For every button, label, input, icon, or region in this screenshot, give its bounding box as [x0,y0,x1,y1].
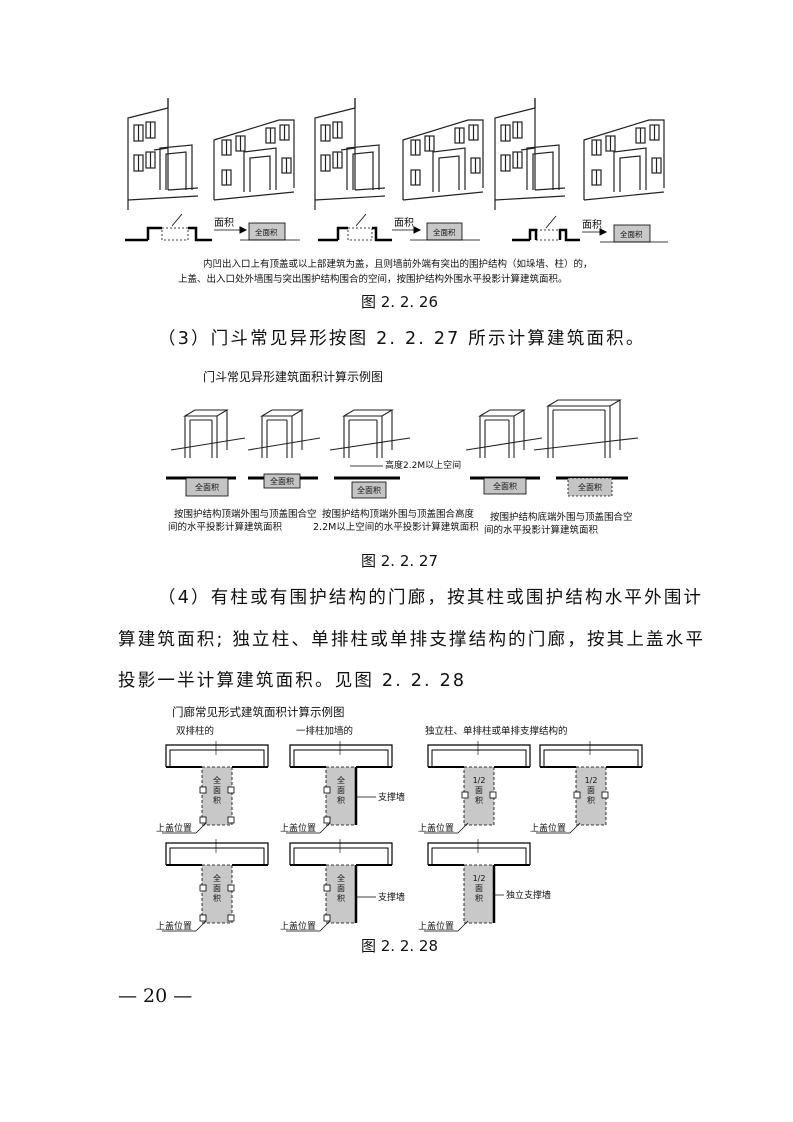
fig27-title: 门斗常见异形建筑面积计算示例图 [203,370,384,384]
full-area-box: 全面积 [185,477,229,497]
cover-position-label: 上盖位置 [280,822,316,834]
area-label: 1/2 [585,776,598,785]
area-label: 1/2 [473,776,486,785]
area-label: 面 [337,786,345,795]
paragraph-3: （3）门斗常见异形按图 2. 2. 27 所示计算建筑面积。 [158,329,646,349]
area-label: 全 [213,775,221,785]
cover-position-label: 上盖位置 [156,920,192,932]
building-sketch [127,98,199,210]
fig27-note2-line1: 按围护结构顶端外围与顶盖围合高度 [322,509,475,520]
paragraph-4-line3: 投影一半计算建筑面积。见图 2. 2. 28 [118,671,467,691]
independent-wall-label: 独立支撑墙 [506,889,551,901]
paragraph-4-line2: 算建筑面积; 独立柱、单排柱或单排支撑结构的门廊，按其上盖水平 [118,630,706,650]
fig28-head-single: 一排柱加墙的 [296,726,354,737]
area-label: 面 [475,884,483,893]
area-label: 面 [213,884,221,893]
area-label-1: 面积 [214,217,234,229]
area-label: 积 [475,893,483,903]
figure-2-2-27: 全面积全面积全面积全面积全面积 高度2.2M以上空间 [166,399,639,499]
cover-position-label: 上盖位置 [280,920,316,932]
cover-position-label: 上盖位置 [156,822,192,834]
fig27-note3-line1: 按围护结构底端外围与顶盖围合空 [490,512,633,523]
area-label: 积 [213,795,221,805]
fig27-note3-line2: 间的水平投影计算建筑面积 [484,525,599,536]
area-label: 积 [337,893,345,903]
area-label: 面 [337,884,345,893]
cover-position-label: 上盖位置 [418,920,454,932]
full-area-box-label: 全面积 [270,476,294,486]
fig27-note1-line1: 按围护结构顶端外围与顶盖围合空 [174,509,317,520]
fig27-note1-line2: 间的水平投影计算建筑面积 [168,522,283,533]
full-area-box: 全面积 [483,477,527,495]
full-area-box-label: 全面积 [195,482,219,492]
support-wall-label: 支撑墙 [378,891,405,903]
page-number: — 20 — [118,985,193,1007]
fig26-note-line2: 上盖、出入口处外墙围与突出围护结构围合的空间，按围护结构外围水平投影计算建筑面积… [178,274,568,285]
fig27-caption: 图 2. 2. 27 [361,552,439,570]
full-area-box-label: 全面积 [357,485,381,495]
area-label: 面 [475,786,483,795]
figure-2-2-28: 全面积上盖位置全面积上盖位置支撑墙1/2面积上盖位置1/2面积上盖位置全面积上盖… [156,741,643,932]
cover-position-label: 上盖位置 [530,822,566,834]
area-label: 积 [587,795,595,805]
door-frame-sketch [465,409,543,458]
full-area-box-label: 全面积 [493,481,517,491]
height-label: 高度2.2M以上空间 [385,459,461,471]
area-label: 全 [213,873,221,883]
area-label: 积 [475,795,483,805]
area-label: 积 [337,795,345,805]
area-label: 全 [337,873,345,883]
fig28-caption: 图 2. 2. 28 [361,937,439,955]
door-frame-sketch [170,409,246,458]
full-area-box-label-1: 全面积 [255,227,278,237]
fig27-note2-line2: 2.2M以上空间的水平投影计算建筑面积 [313,522,479,533]
full-area-box-label-2: 全面积 [433,227,456,237]
fig28-title: 门廊常见形式建筑面积计算示例图 [172,705,345,719]
full-area-box-label: 全面积 [578,482,602,492]
door-frame-sketch [247,409,321,458]
plan-diagram-1 [125,213,300,242]
figure-2-2-26: 面积 全面积 面积 全面积 面积 全面积 [125,98,668,243]
full-area-box: 全面积 [351,481,387,499]
area-label-2: 面积 [394,217,414,229]
area-label-3: 面积 [582,219,602,231]
building-sketch [494,98,566,210]
cover-position-label: 上盖位置 [418,822,454,834]
support-wall-label: 支撑墙 [378,791,405,803]
building-sketch [583,119,665,201]
full-area-box: 全面积 [263,473,301,489]
plan-diagram-2 [318,213,480,242]
door-frame-sketch [329,409,411,458]
plan-diagram-3 [512,215,668,243]
area-label: 积 [213,893,221,903]
door-frame-sketch [533,399,639,458]
building-sketch [213,119,295,201]
full-area-box: 全面积 [567,477,613,497]
area-label: 面 [213,786,221,795]
area-label: 全 [337,775,345,785]
fig28-head-double: 双排柱的 [176,726,215,737]
full-area-box-label-3: 全面积 [620,229,643,239]
area-label: 面 [587,786,595,795]
paragraph-4-line1: （4）有柱或有围护结构的门廊，按其柱或围护结构水平外围计 [158,588,704,608]
area-label: 1/2 [473,874,486,883]
fig28-head-independent: 独立柱、单排柱或单排支撑结构的 [425,726,568,737]
fig26-note-line1: 内凹出入口上有顶盖或以上部建筑为盖，且则墙前外端有突出的围护结构（如垛墙、柱）的… [203,259,593,270]
building-sketch [314,98,386,210]
building-sketch [402,119,484,201]
fig26-caption: 图 2. 2. 26 [361,293,439,311]
